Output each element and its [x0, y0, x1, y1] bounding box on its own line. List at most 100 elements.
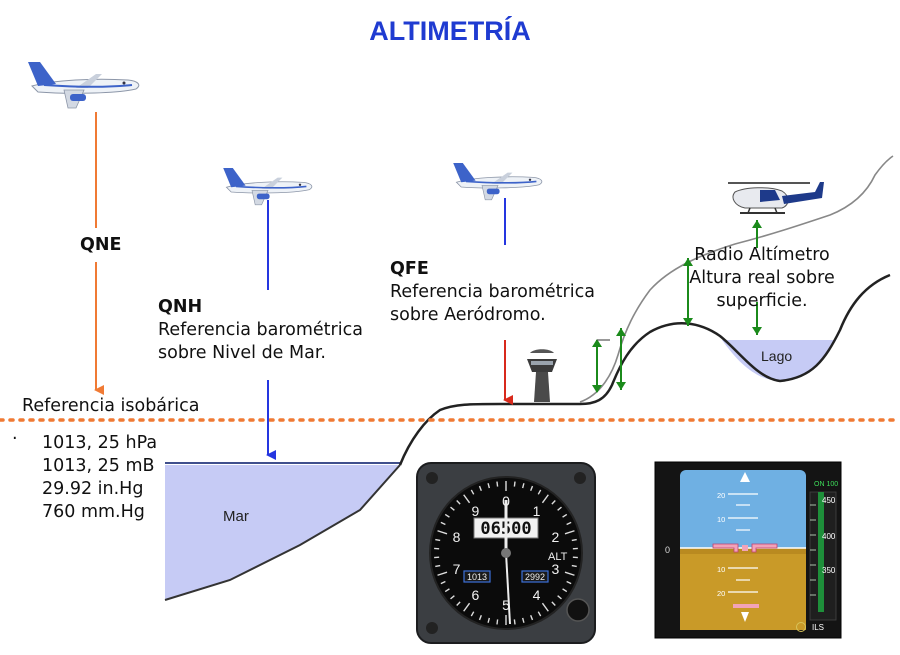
lake-area: [722, 340, 834, 381]
altimeter-tick: [437, 530, 448, 535]
altimeter-dial-number: 1: [533, 503, 541, 519]
pfd-ils-label: ILS: [812, 623, 824, 632]
altimeter-tick: [478, 615, 482, 621]
altimeter-left-window: 1013: [467, 572, 487, 582]
altimeter-tick: [470, 611, 475, 617]
altimeter-tick: [571, 564, 577, 568]
svg-text:400: 400: [822, 532, 836, 541]
svg-text:10: 10: [717, 565, 725, 574]
altimeter-tick: [521, 617, 525, 623]
altimeter-tick: [564, 530, 575, 535]
page-title: ALTIMETRÍA: [369, 16, 531, 46]
altimeter-tick: [496, 481, 499, 487]
altimeter-knob: [566, 598, 590, 622]
altimeter-tick: [444, 513, 450, 518]
qnh-line2: sobre Nivel de Mar.: [158, 343, 326, 363]
altimeter-tick: [470, 489, 475, 495]
altimeter-tick: [444, 588, 450, 593]
altimeter-tick: [537, 489, 542, 495]
altimeter-tick: [541, 602, 549, 612]
altimeter-tick: [440, 521, 446, 526]
altimeter-tick: [463, 602, 471, 612]
qfe-line1: Referencia barométrica: [390, 282, 595, 302]
altimeter-tick: [530, 485, 534, 491]
altimeter-dial-number: 9: [472, 503, 480, 519]
airplane-qnh-icon: [222, 167, 313, 206]
pfd-instrument: 20 10 10 20 ON 100 450 400 350 ILS 0: [654, 461, 842, 639]
qfe-label: QFE: [390, 259, 429, 279]
isobaric-value: 29.92 in.Hg: [42, 479, 144, 499]
altimeter-tick: [478, 485, 482, 491]
altimeter-tick: [513, 481, 516, 487]
isobaric-label: Referencia isobárica: [22, 396, 200, 416]
altimeter-dial-number: 7: [453, 561, 461, 577]
altimeter-tick: [557, 595, 562, 600]
altimeter-dial-number: 5: [502, 597, 510, 613]
altimeter-tick: [537, 611, 542, 617]
altimeter-tick: [571, 538, 577, 542]
upper-terrain-line: [579, 155, 894, 403]
control-tower-icon: [527, 349, 557, 402]
sea-area: [165, 465, 400, 600]
isobaric-bullet: ·: [12, 429, 18, 449]
altimeter-alt-label: ALT: [548, 551, 568, 563]
isobaric-value: 1013, 25 mB: [42, 456, 155, 476]
svg-text:0: 0: [665, 545, 670, 555]
altimeter-tick: [566, 521, 572, 526]
airplane-qne-icon: [27, 61, 140, 109]
altimeter-tick: [435, 538, 441, 542]
airplane-qfe-icon: [452, 162, 543, 201]
altimeter-tick: [440, 580, 446, 585]
altimeter-dial-number: 3: [552, 561, 560, 577]
svg-text:350: 350: [822, 566, 836, 575]
altimeter-tick: [450, 506, 455, 511]
radio-altimeter-text-block: Radio Altímetro Altura real sobre superf…: [672, 244, 852, 313]
qne-label: QNE: [80, 235, 122, 255]
altimeter-tick: [551, 601, 556, 606]
altimeter-tick: [513, 619, 516, 625]
altimeter-tick: [487, 483, 491, 489]
altimeter-tick: [456, 601, 461, 606]
qnh-label: QNH: [158, 297, 203, 317]
pfd-pitch-label-top: 20: [717, 491, 725, 500]
altimeter-tick: [496, 619, 499, 625]
altimeter-tick: [437, 571, 448, 576]
altimeter-tick: [562, 513, 568, 518]
lake-label: Lago: [761, 348, 792, 364]
altimeter-instrument: 0123456789 06500 ALT 1013 2992: [416, 462, 596, 644]
altimeter-dial-number: 6: [472, 587, 480, 603]
radio-altimeter-arrows: [592, 220, 762, 393]
radio-line2: Altura real sobre: [689, 268, 835, 288]
pfd-speed-top: ON 100: [814, 481, 838, 488]
altimeter-tick: [551, 500, 556, 505]
qnh-line1: Referencia barométrica: [158, 320, 363, 340]
altimeter-dial-number: 4: [533, 587, 541, 603]
isobaric-values: 1013, 25 hPa 1013, 25 mB 29.92 in.Hg 760…: [42, 432, 157, 524]
svg-text:20: 20: [717, 589, 725, 598]
sea-label: Mar: [223, 508, 249, 525]
altimeter-tick: [450, 595, 455, 600]
terrain-line: [398, 273, 891, 466]
radio-line1: Radio Altímetro: [694, 245, 830, 265]
altimeter-dial-number: 2: [552, 529, 560, 545]
svg-text:10: 10: [717, 515, 725, 524]
isobaric-value: 1013, 25 hPa: [42, 433, 158, 453]
altimeter-tick: [566, 580, 572, 585]
altimeter-dial-number: 8: [453, 529, 461, 545]
altimeter-tick: [564, 571, 575, 576]
qfe-text-block: QFE Referencia barométrica sobre Aeródro…: [390, 258, 595, 327]
altimeter-tick: [463, 494, 471, 504]
altimeter-tick: [557, 506, 562, 511]
altimeter-tick: [435, 564, 441, 568]
altimeter-tick: [456, 500, 461, 505]
altimeter-tick: [521, 483, 525, 489]
altimeter-tick: [487, 617, 491, 623]
helicopter-icon: [728, 182, 824, 214]
altimeter-right-window: 2992: [525, 572, 545, 582]
qfe-line2: sobre Aeródromo.: [390, 305, 546, 325]
svg-text:450: 450: [822, 496, 836, 505]
altimeter-tick: [541, 494, 549, 504]
radio-line3: superficie.: [716, 291, 808, 311]
isobaric-value: 760 mm.Hg: [42, 502, 145, 522]
